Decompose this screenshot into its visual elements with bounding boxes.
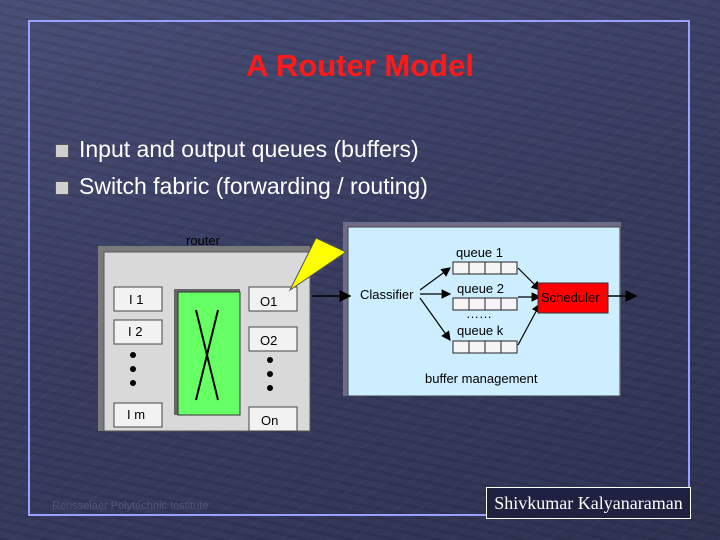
author-footer: Shivkumar Kalyanaraman [486, 487, 691, 519]
input-buffer-m [113, 402, 163, 428]
classifier-label: Classifier [360, 287, 414, 302]
ellipsis-dot [130, 366, 136, 372]
input-label-2: I 2 [128, 324, 143, 339]
institution-footer: Rensselaer Polytechnic Institute [52, 500, 209, 512]
scheduler-label: Scheduler [541, 290, 600, 305]
queue-arrow [517, 267, 541, 291]
input-buffer-2 [113, 319, 163, 345]
output-buffer-n [248, 406, 298, 432]
input-label-1: I 1 [129, 292, 144, 307]
bullet-box-icon [55, 180, 69, 195]
ellipsis-dot [267, 357, 273, 363]
queue-1-label: queue 1 [456, 245, 503, 260]
queue-k-buffer [452, 340, 518, 354]
bullet-text: Switch fabric (forwarding / routing) [79, 173, 428, 199]
output-buffer-2 [248, 326, 298, 352]
output-label-1: O1 [260, 294, 278, 309]
ellipsis-dot [130, 352, 136, 358]
queue-1-buffer [452, 261, 518, 275]
output-label-2: O2 [260, 333, 278, 348]
slide-frame [28, 20, 690, 516]
queue-2-buffer [452, 297, 518, 311]
bullet-text: Input and output queues (buffers) [79, 136, 419, 162]
router-label: router [186, 233, 220, 248]
queue-ellipsis: …… [466, 306, 492, 321]
ellipsis-dot [267, 371, 273, 377]
slide-title: A Router Model [246, 48, 474, 83]
zoom-callout [288, 237, 348, 292]
classifier-arrow [419, 297, 451, 341]
ellipsis-dot [130, 380, 136, 386]
input-buffer-1 [113, 286, 163, 312]
scheduler-box [537, 282, 609, 314]
buffer-management-label: buffer management [425, 371, 538, 386]
input-label-m: I m [127, 407, 146, 422]
queue-arrow [517, 302, 541, 346]
queue-k-label: queue k [457, 323, 504, 338]
bullet-item: Input and output queues (buffers) [55, 136, 419, 163]
crossbar-icon [195, 309, 219, 401]
ellipsis-dot [267, 385, 273, 391]
queue-2-label: queue 2 [457, 281, 504, 296]
output-label-n: On [261, 413, 279, 428]
switch-fabric [177, 291, 241, 416]
bullet-item: Switch fabric (forwarding / routing) [55, 173, 428, 200]
bullet-box-icon [55, 143, 69, 158]
classifier-arrow [419, 267, 451, 291]
